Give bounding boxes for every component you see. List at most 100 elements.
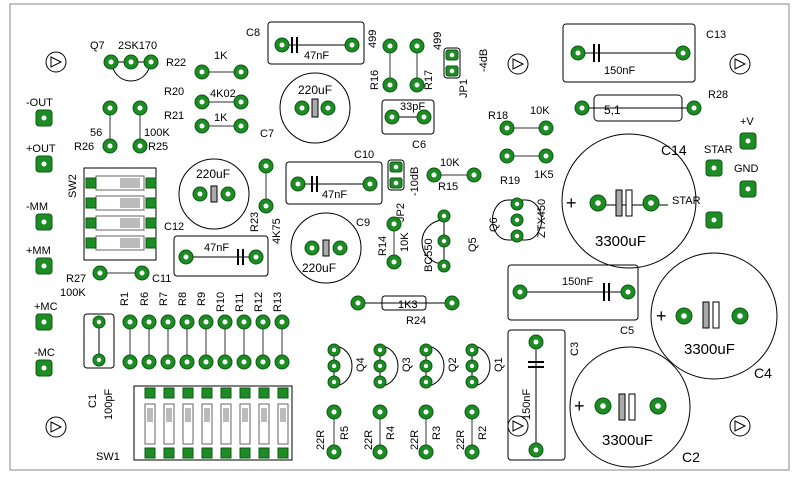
r28-value: 5,1 [604,103,621,117]
sw1-outline [133,385,293,461]
jp2-value: -10dB [409,167,421,196]
transistor [465,343,491,389]
r22-resistor [194,64,249,80]
transistor-pad [327,375,341,389]
c6-outline [381,99,435,135]
r1-label: R1 [119,292,131,306]
plus-v-label: +V [740,116,754,128]
transistor-pad [419,375,433,389]
r20-resistor [194,94,249,110]
c12-value: 220uF [196,167,230,181]
mounting-hole-tm [507,53,529,75]
transistor-pad [419,359,433,373]
array-resistor-pad-top [255,314,271,330]
q6-pads [510,197,524,243]
c7-value: 220uF [298,83,332,97]
c11-label: C11 [152,273,171,285]
r20-value: 4K02 [210,88,236,100]
q6-part-label: ZTX450 [536,199,548,238]
c9-pads [304,240,348,256]
c14-value: 3300uF [595,233,646,250]
r17-label: R17 [423,70,435,90]
transistor [327,343,353,389]
sw1-switch [277,387,289,459]
emitter-resistor [418,404,434,460]
array-resistor-pad-bottom [141,354,157,370]
c4-value: 3300uF [684,341,735,358]
r21-label: R21 [164,110,184,122]
array-resistor-pad-top [160,314,176,330]
r19-label: R19 [500,175,520,187]
c2-pads [594,397,667,415]
array-resistor [217,314,233,370]
c7-label: C7 [260,128,274,140]
r22-label: R22 [166,57,186,69]
q6-outline [492,199,542,241]
transistor-pad [465,375,479,389]
resistor-array [122,314,290,370]
r9-label: R9 [196,292,208,306]
c8-pads [274,37,360,53]
sw1-switch [201,387,213,459]
r14-value: 10K [399,232,411,252]
sw1-label: SW1 [96,451,120,463]
r17-value: 499 [432,32,444,50]
c11-value: 47nF [204,242,229,254]
c6-label: C6 [412,139,426,151]
c12-label: C12 [164,221,184,233]
sw2-label: SW2 [67,174,79,198]
q7-part-label: 2SK170 [118,40,157,52]
r21-value: 1K [214,112,228,124]
q5-part-label: BC550 [423,238,435,272]
svg-text:+: + [574,396,585,416]
c8-value: 47nF [304,50,329,62]
array-resistor-pad-bottom [160,354,176,370]
r12-label: R12 [253,292,265,312]
r26-resistor [102,100,118,154]
array-resistor-pad-bottom [179,354,195,370]
r17-resistor [409,38,425,93]
sw1-switch [182,387,194,459]
array-resistor-pad-top [217,314,233,330]
array-resistor-pad-top [141,314,157,330]
r28-label: R28 [708,89,728,101]
array-resistor [141,314,157,370]
array-resistor-pad-bottom [255,354,271,370]
r16-value: 499 [367,30,379,48]
star-label-1: STAR [704,144,733,156]
r11-label: R11 [234,293,246,312]
c6-value: 33pF [400,101,425,113]
transistor [373,343,399,389]
r23-label: R23 [249,212,261,232]
array-resistor-pad-top [198,314,214,330]
r2-label: R2 [477,426,489,440]
r2-value: 22R [455,430,467,450]
r28-pads [574,100,702,116]
q5-pads [437,209,451,273]
c1-label: C1 [87,394,99,408]
r27-label: R27 [66,273,86,285]
mm-pos-pad [35,257,53,275]
r23-value: 4K75 [271,218,283,244]
mc-pos-label: +MC [34,301,58,313]
jp1-outline [443,47,461,79]
c1-value: 100pF [103,389,115,420]
c2-outline [569,346,691,468]
r6-label: R6 [139,292,151,306]
r7-label: R7 [158,292,170,306]
r26-label: R26 [74,141,94,153]
c13-outline [562,23,696,83]
sw1-switch [163,387,175,459]
c5-value: 150nF [562,276,593,288]
array-resistor [179,314,195,370]
mm-neg-label: -MM [26,201,48,213]
transistor-pad [373,359,387,373]
mounting-hole-tr [729,53,751,75]
r25-value: 100K [144,127,170,139]
array-resistor [198,314,214,370]
q7-outline [111,61,151,82]
q5-label: Q5 [467,237,479,252]
c13-value: 150nF [604,65,635,77]
c3-outline [507,329,566,461]
r21-resistor [194,118,249,134]
